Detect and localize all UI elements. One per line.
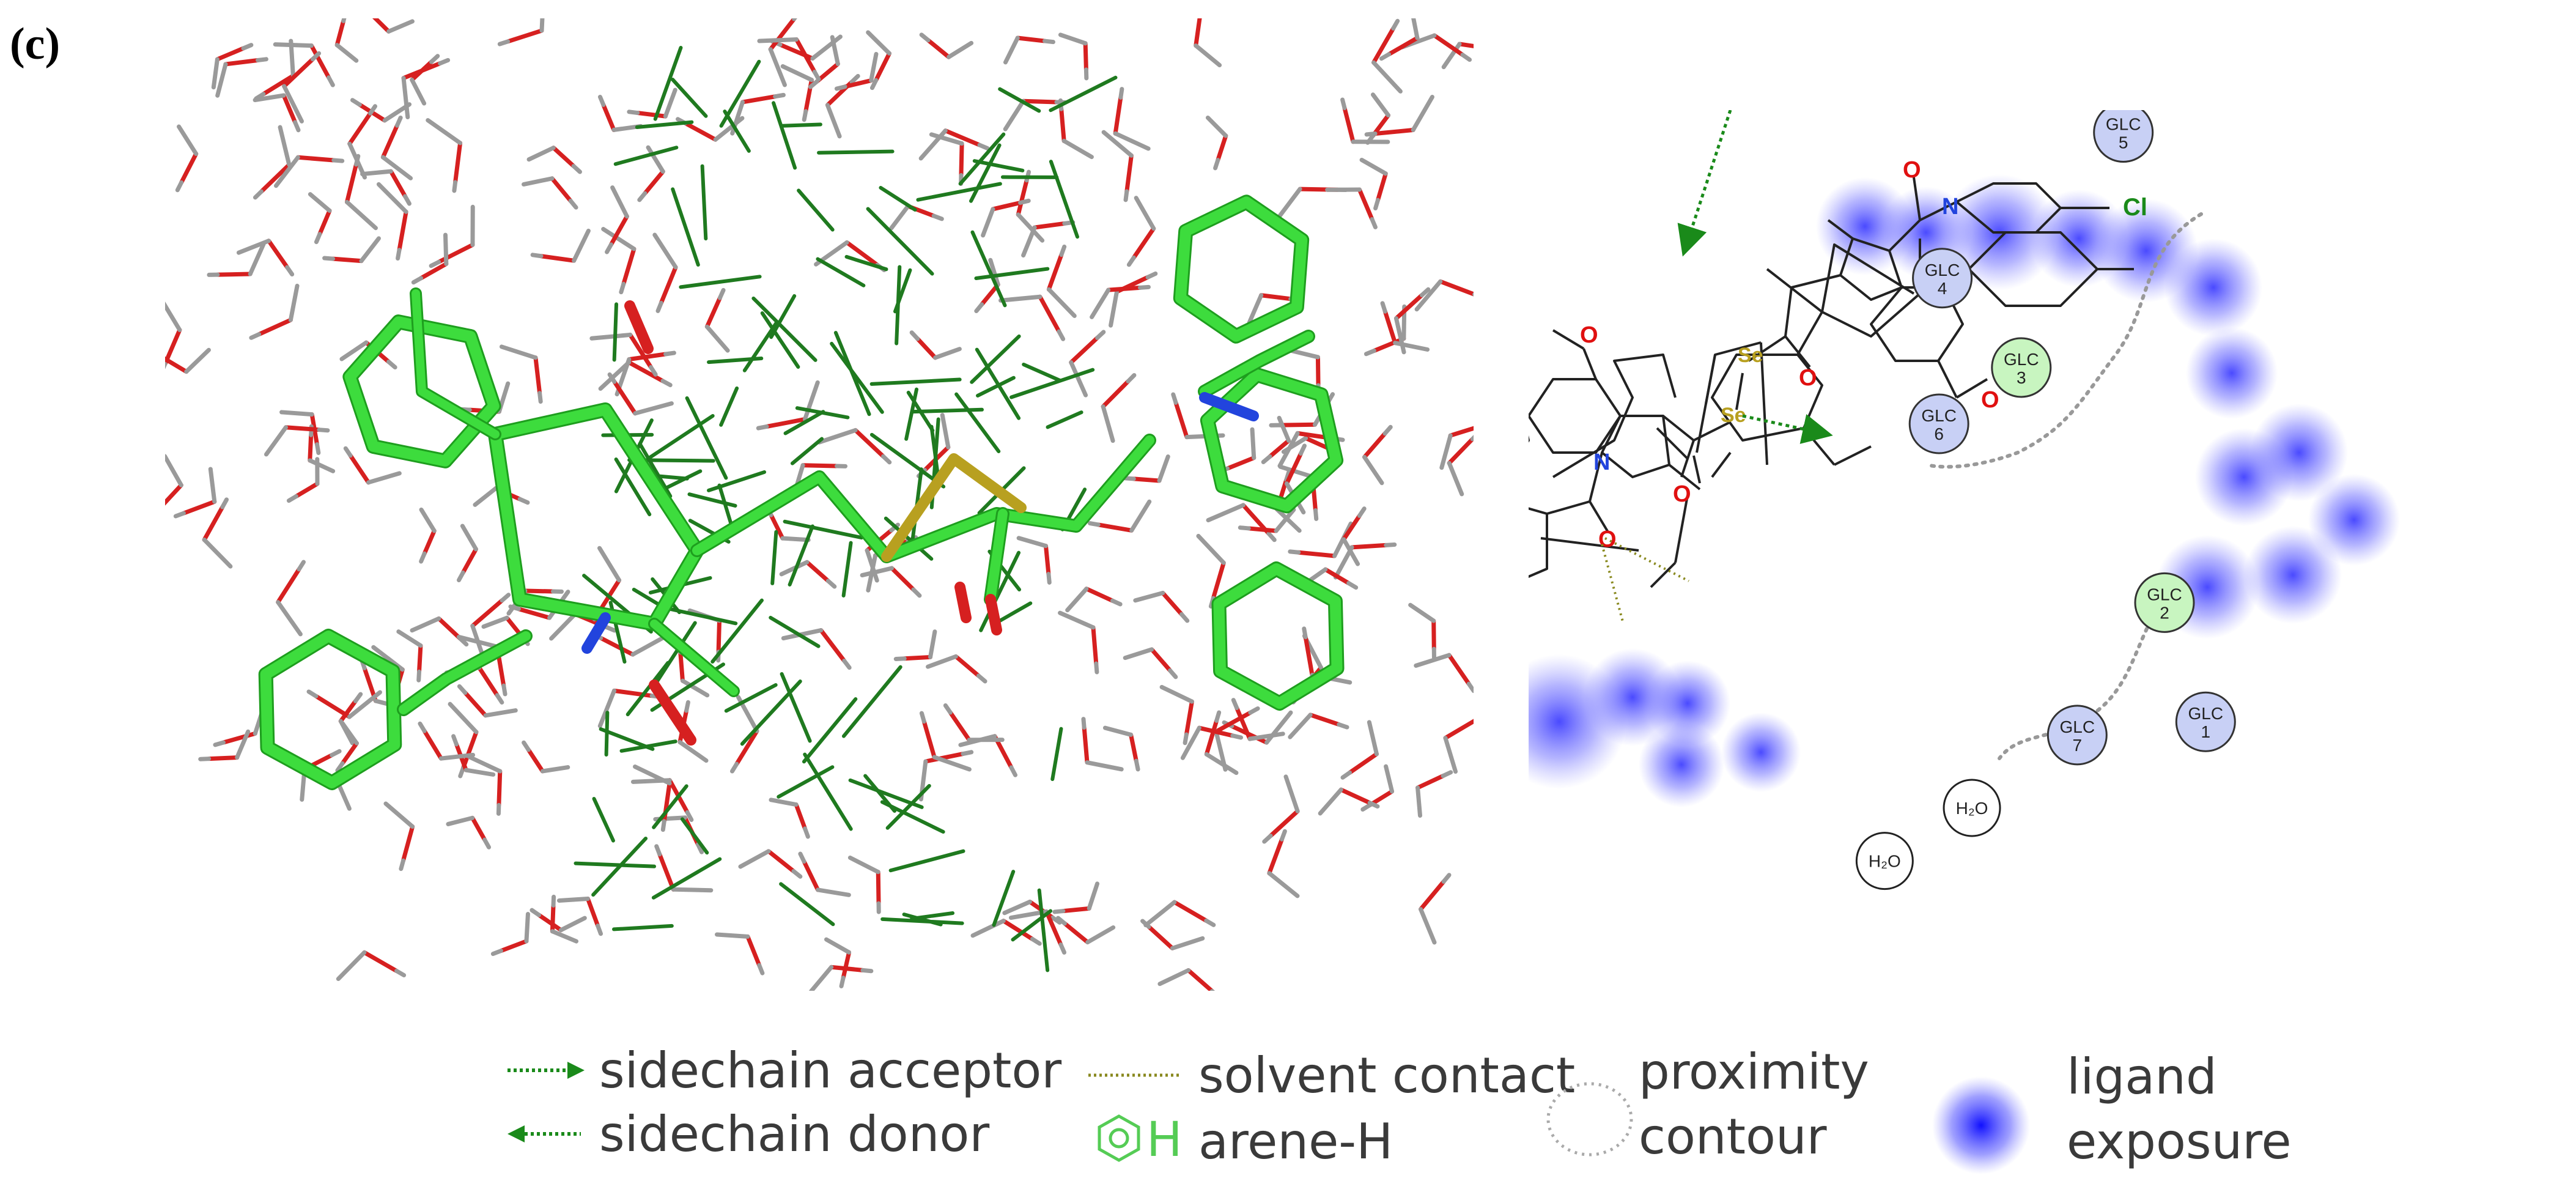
atom-se-lower: Se <box>1721 404 1746 427</box>
solvent-contact-2 <box>1601 544 1625 624</box>
solvent-label: H₂O <box>1956 799 1988 818</box>
legend-label-solvent: solvent contact <box>1198 1047 1575 1104</box>
legend-label-donor: sidechain donor <box>599 1106 989 1163</box>
solvent-water-2: H₂O <box>1855 832 1914 890</box>
residue-number: 7 <box>2073 736 2083 755</box>
solvent-water-1: H₂O <box>1943 779 2001 837</box>
legend-sidechain-donor: sidechain donor <box>507 1106 989 1163</box>
legend-solvent-contact: solvent contact <box>1088 1047 1575 1104</box>
residue-number: 6 <box>1934 424 1944 443</box>
solvent-nodes: H₂O H₂O <box>1855 779 2001 890</box>
residue-number: 5 <box>2119 133 2128 152</box>
atom-o-se-lower: O <box>1673 481 1691 507</box>
atom-o-lower-carbonyl: O <box>1598 527 1617 552</box>
atom-n-lower: N <box>1593 450 1610 475</box>
residue-name: GLC <box>2188 704 2224 723</box>
atom-o-se-upper: O <box>1799 365 1817 391</box>
cyclodextrin-host <box>574 45 1118 972</box>
panel-label: (c) <box>10 19 61 69</box>
legend-sidechain-acceptor: sidechain acceptor <box>507 1042 1061 1099</box>
residue-name: GLC <box>2004 350 2039 369</box>
residue-number: 2 <box>2160 603 2169 622</box>
legend-label-proximity-2: contour <box>1639 1108 1827 1165</box>
legend-ligand-exposure: ligand exposure <box>1932 1048 2292 1174</box>
legend-proximity-contour: proximity contour <box>1546 1043 1869 1165</box>
residue-number: 1 <box>2201 722 2211 741</box>
residue-number: 3 <box>2017 368 2026 387</box>
residue-number: 4 <box>1938 279 1947 298</box>
residue-name: GLC <box>1921 406 1957 425</box>
ligand-2d-skeleton <box>1529 231 2134 588</box>
legend-label-proximity-1: proximity <box>1639 1043 1869 1100</box>
residue-name: GLC <box>2147 585 2182 604</box>
legend-label-exposure-2: exposure <box>2067 1113 2292 1170</box>
acceptor-arrow-glc3 <box>1677 110 1732 257</box>
2d-interaction-diagram: Cl O N Se O Se O O O N O Cl GLC5GLC4GLC3… <box>1529 110 2400 890</box>
residue-name: GLC <box>2106 115 2141 134</box>
atom-n-upper: N <box>1942 194 1958 220</box>
atom-o-upper-carbonyl: O <box>1903 157 1921 183</box>
legend-arene-h-symbol: H <box>1146 1112 1183 1168</box>
atom-o-methoxy-lower: O <box>1580 322 1598 348</box>
residue-name: GLC <box>1925 261 1960 279</box>
legend-label-arene: arene-H <box>1198 1113 1393 1170</box>
solvent-label: H₂O <box>1869 852 1901 871</box>
legend-label-acceptor: sidechain acceptor <box>599 1042 1061 1099</box>
ligand-2d-clean <box>1529 177 2109 579</box>
solvent-contact-1 <box>1604 537 1689 582</box>
atom-o-methoxy-upper: O <box>1981 387 1999 413</box>
atom-se-upper: Se <box>1738 344 1763 367</box>
3d-molecule-render <box>165 18 1474 991</box>
ligand-sticks <box>258 194 1345 790</box>
residue-name: GLC <box>2060 717 2095 736</box>
legend-arene-h: H arene-H <box>1098 1112 1393 1170</box>
proximity-contour-upper <box>1924 212 2203 469</box>
atom-cl-upper: Cl <box>2123 194 2147 221</box>
legend-label-exposure-1: ligand <box>2067 1048 2217 1105</box>
legend: sidechain acceptor sidechain donor solve… <box>507 1042 2292 1174</box>
